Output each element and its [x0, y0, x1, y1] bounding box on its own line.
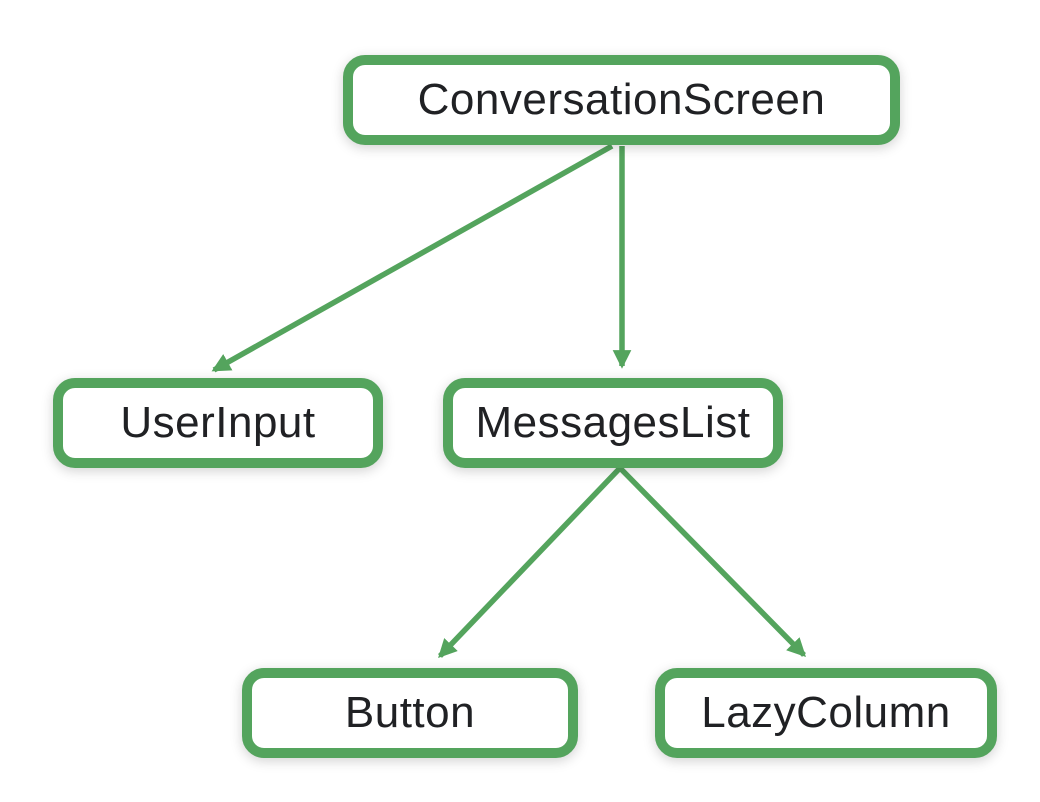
node-button-label: Button [344, 688, 476, 737]
node-button: Button [242, 668, 578, 758]
node-messages-list-label: MessagesList [475, 398, 751, 447]
node-lazy-column: LazyColumn [655, 668, 997, 758]
node-user-input-label: UserInput [120, 398, 316, 447]
node-user-input: UserInput [53, 378, 383, 468]
edge-conversationscreen-userinput [211, 143, 614, 373]
edge-messageslist-button [438, 466, 622, 659]
node-conversation-screen: ConversationScreen [343, 55, 900, 145]
node-messages-list: MessagesList [443, 378, 783, 468]
node-lazy-column-label: LazyColumn [701, 688, 951, 737]
node-conversation-screen-label: ConversationScreen [417, 75, 826, 124]
edge-messageslist-lazycolumn [618, 466, 806, 657]
